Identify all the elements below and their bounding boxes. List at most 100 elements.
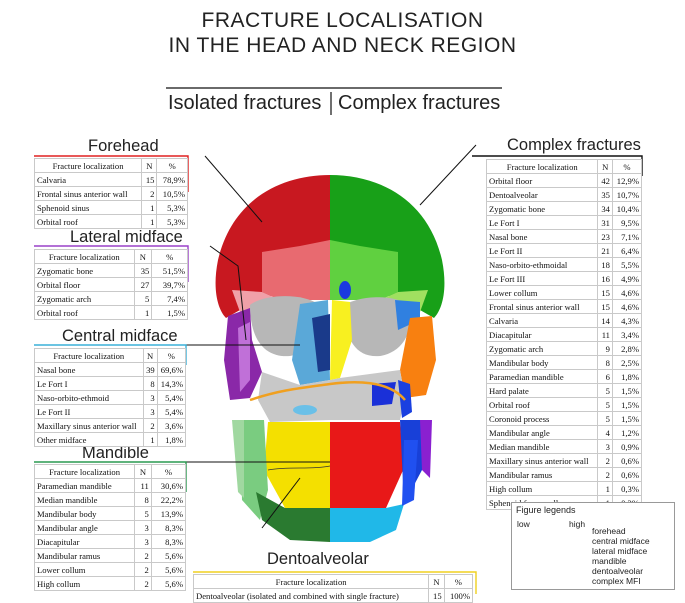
col-localization-header: Fracture localization: [34, 249, 135, 264]
col-pct-header: %: [443, 574, 474, 589]
forehead-title: Forehead: [88, 137, 159, 155]
row-localization: Orbital roof: [34, 305, 135, 320]
row-localization: Paramedian mandible: [33, 478, 136, 493]
bracket-lateral-midface: [34, 245, 189, 282]
row-pct: 12,9%: [611, 173, 643, 188]
row-pct: 1,5%: [151, 305, 188, 320]
row-localization: Calvaria: [33, 172, 143, 187]
row-n: 16: [597, 271, 613, 286]
le-fort-line: [249, 381, 406, 402]
row-localization: Paramedian mandible: [485, 369, 599, 384]
table-row: Dentoalveolar (isolated and combined wit…: [192, 588, 474, 603]
row-n: 5: [597, 397, 613, 412]
col-pct-header: %: [156, 348, 187, 363]
header-isolated: Isolated fractures: [168, 92, 322, 114]
row-localization: Le Fort II: [34, 404, 144, 419]
bracket-mandible: [34, 461, 187, 492]
col-localization-header: Fracture localization: [33, 464, 136, 479]
row-n: 5: [597, 411, 613, 426]
row-localization: High collum: [33, 576, 136, 591]
row-localization: Diacapitular: [485, 327, 599, 342]
row-n: 2: [134, 576, 152, 591]
zygoma-left: [238, 322, 250, 392]
row-n: 27: [133, 277, 153, 292]
legend-label: dentoalveolar: [592, 566, 644, 576]
condyle-left: [232, 420, 244, 498]
row-pct: 69,6%: [156, 362, 187, 377]
row-localization: Dentoalveolar: [485, 187, 599, 202]
row-n: 2: [134, 562, 152, 577]
row-pct: 0,3%: [611, 481, 643, 496]
row-n: 18: [597, 257, 613, 272]
condyle-right: [420, 420, 432, 478]
row-pct: 8,3%: [150, 534, 187, 549]
row-n: 5: [133, 291, 153, 306]
row-pct: 5,5%: [611, 257, 643, 272]
legend-low: low: [517, 519, 530, 529]
row-n: 8: [134, 492, 152, 507]
row-pct: 1,5%: [611, 397, 643, 412]
maxilla-right: [330, 370, 405, 420]
row-localization: Naso-orbito-ethmoidal: [485, 257, 599, 272]
row-localization: Lower collum: [485, 285, 599, 300]
row-localization: Orbital floor: [34, 277, 135, 292]
row-n: 11: [597, 327, 613, 342]
maxillary-sinus-left: [293, 405, 317, 415]
row-localization: Mandibular ramus: [485, 467, 599, 482]
legend-label: central midface: [592, 536, 650, 546]
row-n: 3: [142, 390, 158, 405]
col-localization-header: Fracture localization: [485, 159, 599, 174]
legend-high: high: [569, 519, 586, 529]
mandible-body-right: [330, 504, 404, 542]
col-n-header: N: [597, 159, 613, 174]
row-pct: 3,4%: [611, 327, 643, 342]
col-localization-header: Fracture localization: [33, 158, 143, 173]
row-n: 3: [134, 534, 152, 549]
row-pct: 1,5%: [611, 411, 643, 426]
col-pct-header: %: [150, 464, 187, 479]
row-pct: 78,9%: [156, 172, 188, 187]
row-n: 1: [133, 305, 153, 320]
header-complex: Complex fractures: [338, 92, 501, 114]
row-localization: Lower collum: [33, 562, 136, 577]
row-n: 1: [597, 481, 613, 496]
row-pct: 5,6%: [150, 562, 187, 577]
row-localization: Other midface: [34, 432, 144, 447]
legend-label: lateral midface: [592, 546, 648, 556]
row-pct: 5,6%: [150, 576, 187, 591]
row-n: 31: [597, 215, 613, 230]
row-pct: 5,4%: [156, 390, 187, 405]
mandible-body-left: [256, 492, 330, 542]
col-pct-header: %: [611, 159, 643, 174]
col-n-header: N: [133, 249, 153, 264]
row-localization: Zygomatic arch: [34, 291, 135, 306]
row-pct: 0,6%: [611, 453, 643, 468]
complex-title: Complex fractures: [507, 136, 641, 154]
row-n: 1: [141, 214, 158, 229]
bracket-dentoalveolar: [193, 571, 477, 594]
row-pct: 8,3%: [150, 520, 187, 535]
row-n: 15: [141, 172, 158, 187]
dentoalveolar-title: Dentoalveolar: [267, 550, 369, 568]
leader-lateral-midface: [209, 245, 247, 341]
col-localization-header: Fracture localization: [192, 574, 430, 589]
